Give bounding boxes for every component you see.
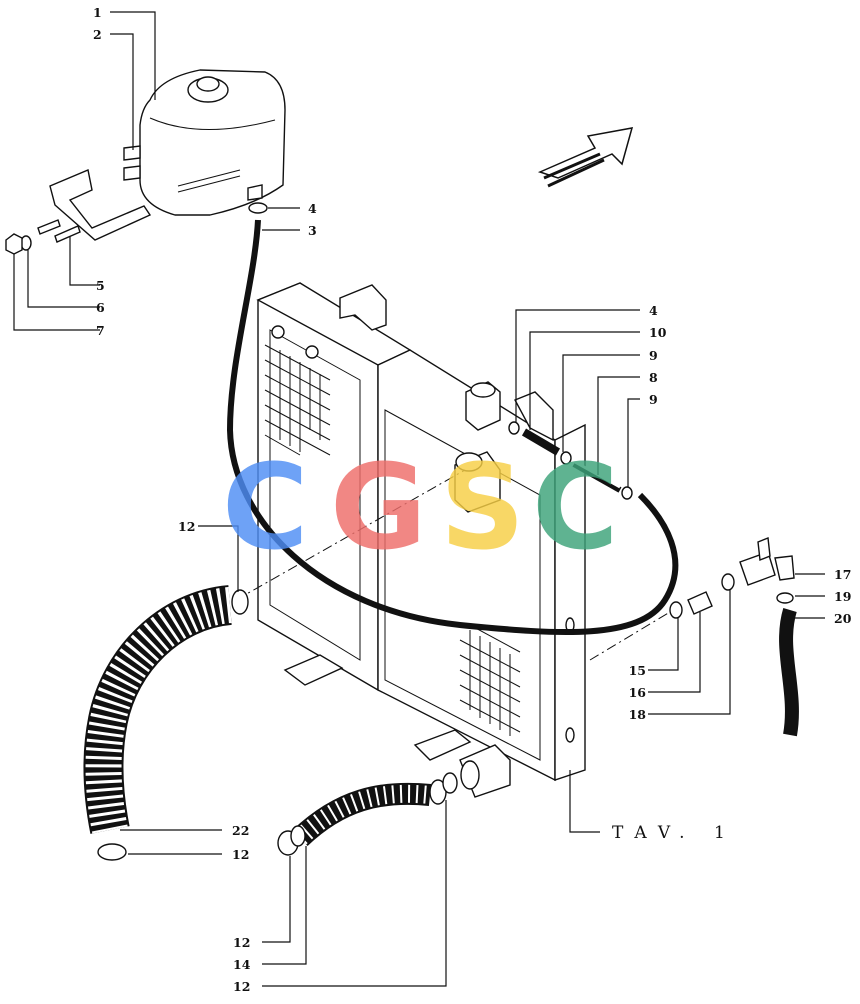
plate-label: TAV. 1 <box>612 823 737 843</box>
callout-3: 3 <box>308 223 317 238</box>
callout-18: 18 <box>629 707 647 722</box>
callout-7: 7 <box>96 323 105 338</box>
callout-12-bottom-b: 12 <box>233 979 250 994</box>
corrugated-hose-22 <box>83 585 249 861</box>
callout-2: 2 <box>93 27 102 42</box>
callout-10: 10 <box>649 325 667 340</box>
overflow-hose <box>226 219 679 636</box>
callout-14: 14 <box>233 957 251 972</box>
callout-numbers: 1 2 4 3 5 6 7 4 10 9 8 9 12 17 19 20 15 … <box>93 5 852 994</box>
callout-22: 22 <box>232 823 249 838</box>
callout-1: 1 <box>93 5 102 20</box>
callout-8: 8 <box>649 370 658 385</box>
drain-valve-assembly <box>669 537 799 737</box>
watermark-letter-4: C <box>532 438 619 576</box>
callout-5: 5 <box>96 278 105 293</box>
callout-19: 19 <box>834 589 851 604</box>
radiator-mesh-left <box>264 344 331 456</box>
radiator-mesh-right <box>459 624 521 736</box>
callout-6: 6 <box>96 300 105 315</box>
callout-12-hose: 12 <box>232 847 249 862</box>
clamp-4-top <box>248 202 268 214</box>
watermark: C G S C <box>222 438 619 576</box>
callout-17: 17 <box>834 567 851 582</box>
callout-4-top: 4 <box>308 201 317 216</box>
callout-20: 20 <box>834 611 852 626</box>
watermark-letter-1: C <box>222 438 309 576</box>
callout-12-left: 12 <box>178 519 195 534</box>
direction-arrow-icon <box>537 127 634 188</box>
callout-9-a: 9 <box>649 348 658 363</box>
tank-bracket <box>49 169 152 241</box>
callout-9-b: 9 <box>649 392 658 407</box>
callout-16: 16 <box>629 685 647 700</box>
lower-hose-14 <box>277 772 458 856</box>
fasteners-5-6-7 <box>5 219 81 255</box>
leader-lines <box>13 11 825 987</box>
callout-4-right: 4 <box>649 303 658 318</box>
watermark-letter-3: S <box>440 438 525 576</box>
watermark-letter-2: G <box>330 438 427 576</box>
radiator <box>256 282 586 798</box>
expansion-tank <box>123 69 286 216</box>
callout-15: 15 <box>629 663 646 678</box>
callout-12-bottom-a: 12 <box>233 935 250 950</box>
